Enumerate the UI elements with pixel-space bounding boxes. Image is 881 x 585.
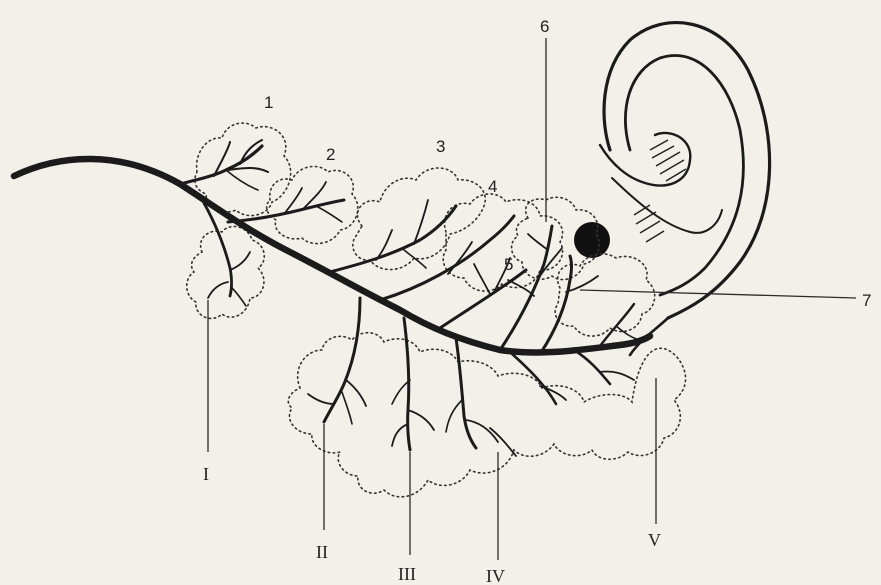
label-IV: IV xyxy=(486,566,505,585)
territory-outlines xyxy=(187,123,686,497)
label-V: V xyxy=(648,530,661,550)
ear-hatching xyxy=(634,140,686,242)
leader-7 xyxy=(580,290,856,298)
label-1: 1 xyxy=(264,93,273,112)
ear-canal-dot xyxy=(574,222,610,258)
territory-lower-outline xyxy=(288,333,685,497)
ear-illustration xyxy=(574,23,770,355)
label-3: 3 xyxy=(436,137,445,156)
label-7: 7 xyxy=(862,291,871,310)
label-4: 4 xyxy=(488,177,497,196)
territory-3-outline xyxy=(353,168,485,270)
territory-2-outline xyxy=(267,166,358,243)
nerve-branches xyxy=(14,140,650,456)
label-I: I xyxy=(203,464,209,484)
label-6: 6 xyxy=(540,17,549,36)
label-2: 2 xyxy=(326,145,335,164)
labels: 1 2 3 4 5 6 7 I II III IV V xyxy=(203,17,871,585)
territory-I-outline xyxy=(187,226,265,318)
label-II: II xyxy=(316,542,328,562)
label-5: 5 xyxy=(504,255,513,274)
leader-lines xyxy=(208,38,856,560)
label-III: III xyxy=(398,564,416,584)
